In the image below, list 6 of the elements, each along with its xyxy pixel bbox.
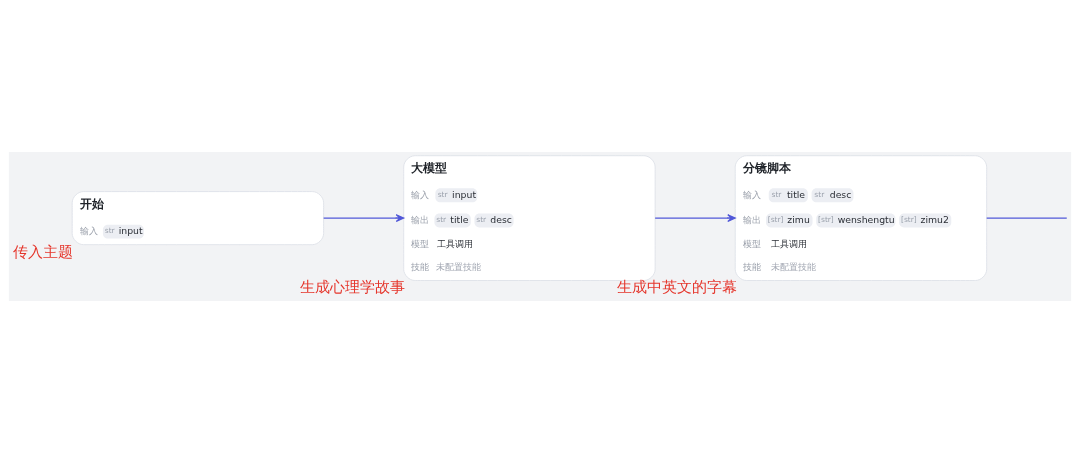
- connector: [986, 217, 1068, 219]
- arrow: [323, 214, 405, 223]
- node-label: 生成心理学故事: [300, 278, 406, 297]
- arrow: [654, 214, 736, 223]
- node-label: 传入主题: [12, 242, 73, 261]
- node-label: 生成中英文的字幕: [616, 278, 737, 297]
